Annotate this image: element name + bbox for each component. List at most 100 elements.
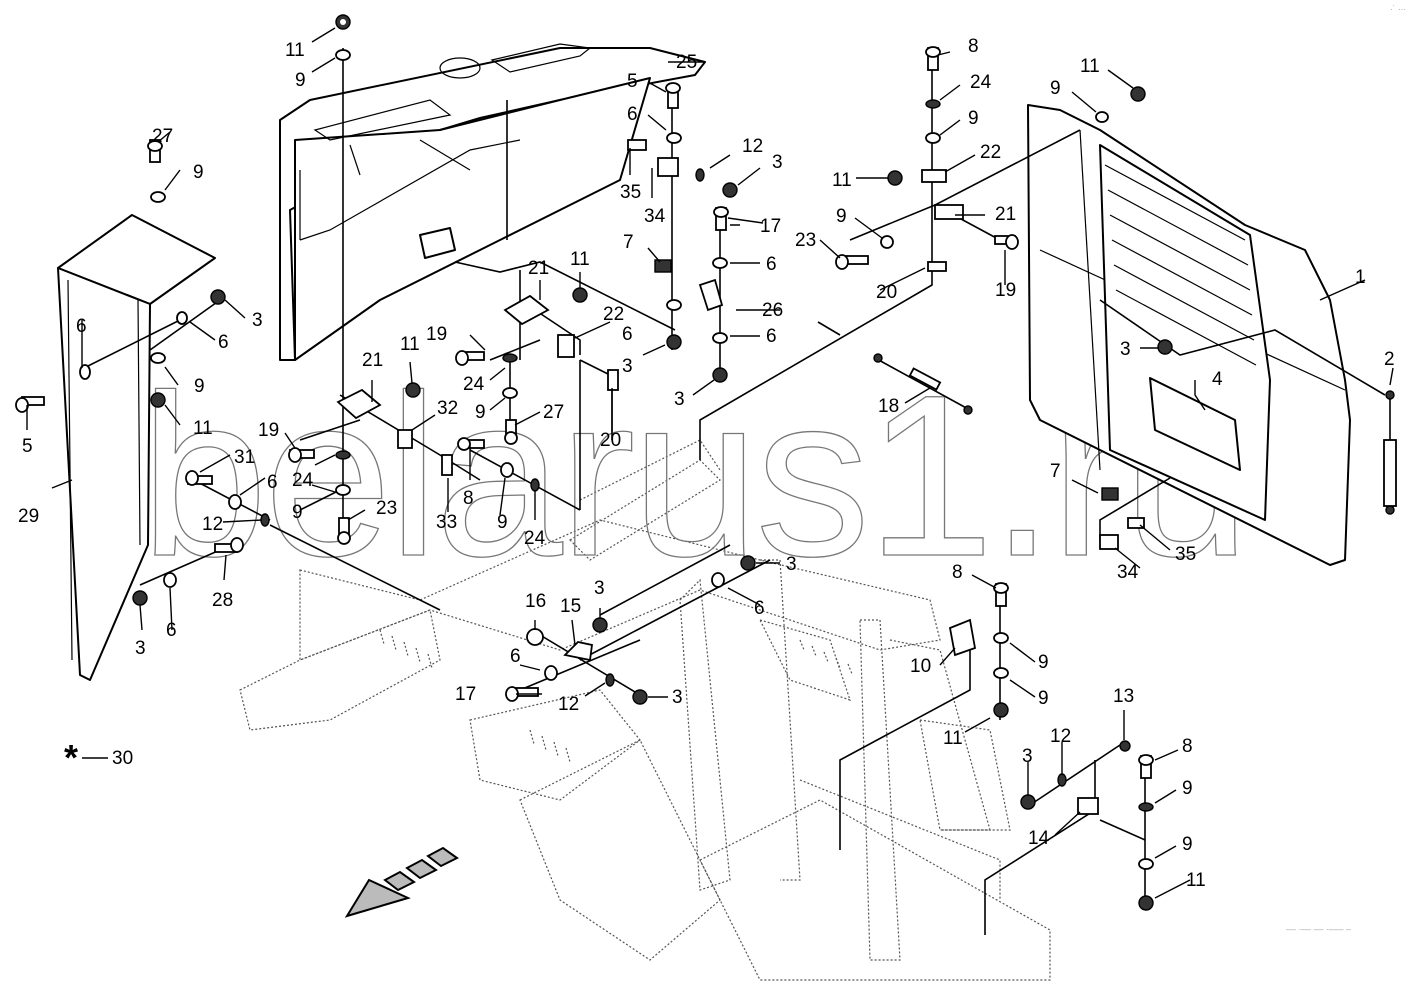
nut-icon <box>666 334 682 350</box>
callout: 8 <box>463 488 474 509</box>
nut-icon <box>1157 339 1173 355</box>
callout: 9 <box>1182 778 1193 799</box>
nut-icon <box>1119 740 1131 752</box>
callout: 11 <box>400 334 420 355</box>
washer-icon <box>666 132 682 144</box>
washer-icon <box>228 494 242 510</box>
nut-icon <box>335 14 351 30</box>
bolt-icon <box>337 517 351 545</box>
callout: 7 <box>1050 461 1061 482</box>
washer-icon <box>335 49 351 61</box>
callout: 6 <box>766 254 777 275</box>
legend-label: 30 <box>112 748 133 769</box>
bracket-icon <box>557 334 575 358</box>
callout: 28 <box>212 590 233 611</box>
callout: 9 <box>295 70 306 91</box>
callout: 9 <box>1038 652 1049 673</box>
callout: 3 <box>1022 746 1033 767</box>
washer-icon <box>335 450 351 460</box>
part-18-gas-strut <box>873 353 973 415</box>
callout: 6 <box>267 472 278 493</box>
drawing-code: ‒‒ ∙‒‒ ‒‒ ∙‒‒‒ ‒ <box>1286 924 1351 934</box>
callout-labels: 11 9 25 5 6 12 3 35 34 17 7 6 26 6 6 3 3… <box>18 36 1395 891</box>
washer-icon <box>605 673 615 687</box>
callout: 26 <box>762 300 783 321</box>
callout: 19 <box>995 280 1016 301</box>
washer-icon <box>530 478 540 492</box>
assembly-axis-lines <box>79 48 1386 935</box>
grille-louvers <box>1104 164 1257 366</box>
washer-icon <box>335 484 351 496</box>
latch-bracket <box>419 227 456 259</box>
bolt-icon <box>925 46 941 71</box>
bolt-icon <box>504 419 518 445</box>
callout: 32 <box>437 398 458 419</box>
callout: 3 <box>1120 339 1131 360</box>
bolt-icon <box>455 350 485 366</box>
bolt-icon <box>994 234 1019 250</box>
callout: 9 <box>497 512 508 533</box>
bolt-icon <box>665 82 681 109</box>
callout: 8 <box>968 36 979 57</box>
clip-icon <box>1101 487 1119 501</box>
callout: 9 <box>968 108 979 129</box>
callout: 24 <box>463 374 485 395</box>
callout: 23 <box>795 230 816 251</box>
callout: 9 <box>1050 78 1061 99</box>
callout: 12 <box>742 136 763 157</box>
washer-icon <box>1138 802 1154 812</box>
bolt-icon <box>457 437 485 451</box>
washer-icon <box>1095 111 1109 123</box>
callout: 6 <box>754 598 765 619</box>
callout: 20 <box>600 430 621 451</box>
callout: 19 <box>258 420 279 441</box>
nut-icon <box>712 367 728 383</box>
callout: 18 <box>878 396 899 417</box>
callout: 9 <box>1038 688 1049 709</box>
tractor-chassis-frame <box>239 439 1051 981</box>
nut-icon <box>132 590 148 606</box>
callout: 27 <box>152 126 173 147</box>
callout: 6 <box>76 316 87 337</box>
washer-icon <box>993 667 1009 679</box>
callout: 24 <box>524 528 546 549</box>
bolt-icon <box>15 396 45 413</box>
bracket-icon <box>698 278 724 312</box>
asterisk-icon: * <box>64 737 78 778</box>
washer-icon <box>925 132 941 144</box>
callout: 4 <box>1212 369 1223 390</box>
washer-icon <box>1057 773 1067 787</box>
callout: 6 <box>627 104 638 125</box>
bracket-icon <box>927 261 947 272</box>
callout-leaders <box>26 27 1394 899</box>
washer-icon <box>176 311 188 325</box>
nut-icon <box>722 182 738 198</box>
callout: 22 <box>603 304 624 325</box>
callout: 6 <box>766 326 777 347</box>
callout: 35 <box>620 182 641 203</box>
callout: 5 <box>22 436 33 457</box>
callout: 12 <box>558 694 579 715</box>
callout: 21 <box>362 350 383 371</box>
washer-icon <box>500 462 514 478</box>
nut-icon <box>632 689 648 705</box>
callout: 14 <box>1028 828 1050 849</box>
spacer-icon <box>526 628 544 646</box>
callout: 3 <box>252 310 263 331</box>
callout: 3 <box>674 389 685 410</box>
callout: 6 <box>510 646 521 667</box>
callout: 9 <box>1182 834 1193 855</box>
callout: 11 <box>1186 870 1206 891</box>
callout: 9 <box>475 402 486 423</box>
forward-direction-arrow-icon <box>344 846 459 918</box>
bolt-icon <box>835 254 869 270</box>
callout: 2 <box>1384 349 1395 370</box>
callout: 16 <box>525 591 546 612</box>
washer-icon <box>695 168 705 182</box>
washer-icon <box>666 299 682 311</box>
callout: 8 <box>1182 736 1193 757</box>
callout: 8 <box>952 562 963 583</box>
washer-icon <box>993 632 1009 644</box>
washer-icon <box>163 572 177 588</box>
